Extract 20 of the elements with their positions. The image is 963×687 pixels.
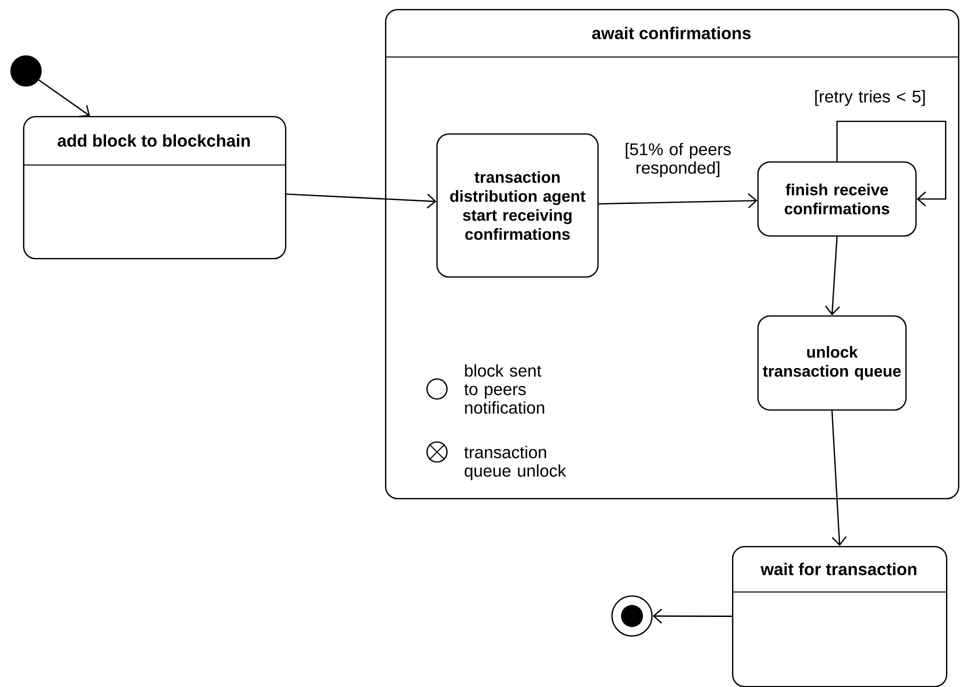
transition-arrow bbox=[836, 120, 946, 206]
transition-arrow bbox=[652, 608, 732, 624]
transition-arrow bbox=[825, 236, 840, 316]
state-box: wait for transaction bbox=[732, 546, 948, 687]
state-box: finish receive confirmations bbox=[757, 161, 917, 237]
state-box: transaction distribution agent start receiving confirmations bbox=[436, 133, 599, 278]
point-label: transaction queue unlock bbox=[464, 446, 566, 480]
state-box: add block to blockchain bbox=[22, 116, 286, 260]
final-state-symbol bbox=[611, 595, 653, 637]
point-label: block sent to peers notification bbox=[464, 364, 544, 414]
entry-point-symbol bbox=[426, 378, 448, 400]
transition-arrow bbox=[598, 193, 758, 208]
edge-label: [retry tries < 5] bbox=[809, 89, 931, 107]
transition-arrow bbox=[286, 193, 436, 209]
initial-state-dot bbox=[10, 55, 42, 87]
state-box: unlock transaction queue bbox=[757, 315, 907, 411]
transition-arrow bbox=[38, 79, 90, 118]
edge-label: [51% of peers responded] bbox=[617, 142, 739, 178]
exit-point-symbol bbox=[426, 441, 448, 463]
transition-arrow bbox=[831, 410, 847, 546]
